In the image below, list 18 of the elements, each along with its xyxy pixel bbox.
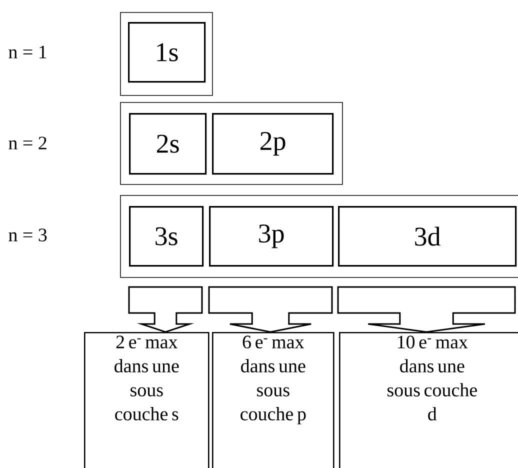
callout-arrow (208, 286, 333, 333)
callout-arrow (128, 286, 203, 333)
level-label: n = 2 (8, 136, 46, 150)
subshell-box: 1s (128, 22, 206, 83)
shell-box (120, 195, 518, 278)
subshell-box: 3s (129, 206, 204, 267)
level-label: n = 3 (8, 228, 47, 242)
subshell-box: 3d (338, 206, 517, 267)
shell-box (120, 12, 213, 96)
text-box: 2 e$^{-}$ max dans une sous couche s (84, 332, 210, 468)
subshell-box: 2s (129, 113, 207, 175)
text-box: 10 e$^{-}$ max dans une sous couche d (339, 332, 518, 468)
callout-arrow (337, 286, 516, 333)
shell-box (120, 102, 343, 185)
text-box: 6 e$^{-}$ max dans une sous couche p (212, 332, 334, 468)
level-label: n = 1 (8, 46, 46, 58)
subshell-box: 3p (209, 206, 334, 267)
subshell-box: 2p (212, 113, 334, 175)
